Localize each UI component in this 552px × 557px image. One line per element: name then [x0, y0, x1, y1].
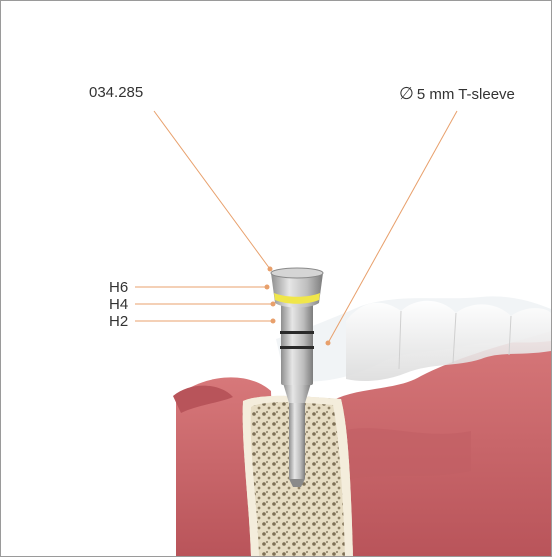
gum-shadow — [341, 428, 471, 481]
implant-body — [281, 301, 313, 385]
depth-label-h4: H4 — [109, 297, 128, 312]
depth-label-h6: H6 — [109, 280, 128, 295]
depth-ring-h4 — [280, 331, 314, 334]
sleeve-label-text: 5 mm T-sleeve — [417, 86, 515, 103]
sleeve-cap-top — [271, 268, 323, 278]
part-number-label: 034.285 — [89, 85, 143, 100]
depth-ring-h2 — [280, 346, 314, 349]
implant-shaft — [289, 401, 305, 481]
sleeve-label: ∅5 mm T-sleeve — [399, 85, 515, 102]
leader-part — [154, 111, 270, 269]
diameter-icon: ∅ — [399, 84, 414, 103]
depth-label-h2: H2 — [109, 314, 128, 329]
